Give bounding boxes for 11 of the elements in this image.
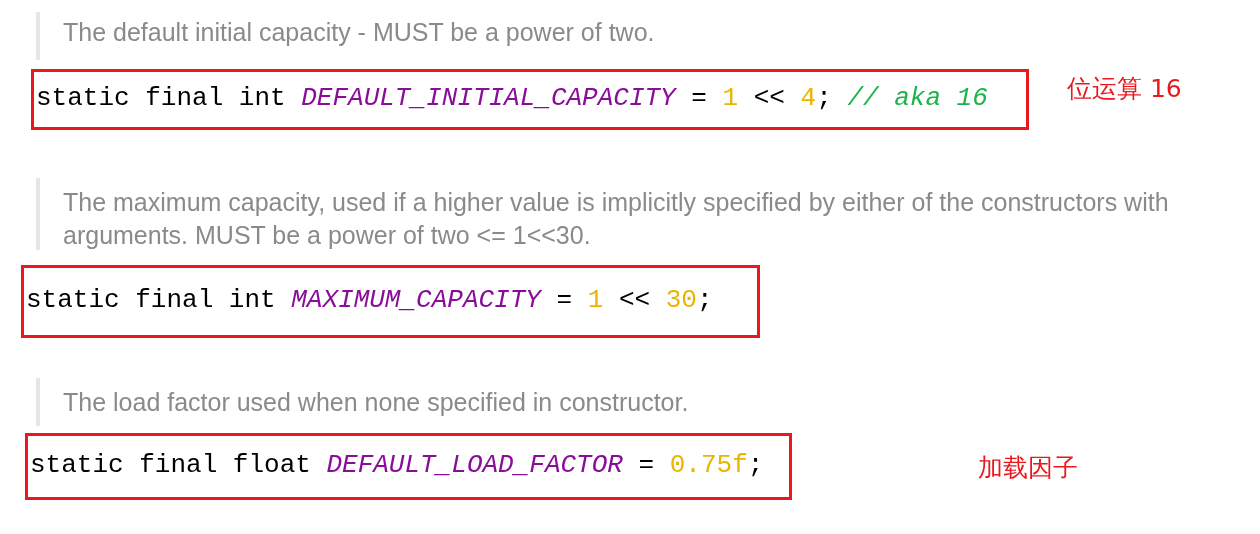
doc-comment: The default initial capacity - MUST be a power of two. bbox=[63, 17, 656, 48]
highlight-box bbox=[31, 69, 1029, 130]
code-line: static final int DEFAULT_INITIAL_CAPACITY = 1 << 4; // aka 16 bbox=[36, 82, 988, 113]
highlight-box bbox=[21, 265, 760, 338]
annotation: 位运算 16 bbox=[1067, 73, 1182, 105]
code-line: static final int MAXIMUM_CAPACITY = 1 << 30; bbox=[26, 284, 713, 315]
code-line: static final float DEFAULT_LOAD_FACTOR = 0.75f; bbox=[30, 449, 764, 480]
annotation: 加载因子 bbox=[978, 452, 1078, 484]
doc-comment: The maximum capacity, used if a higher value is implicitly specified by either of the constructors with arguments. MUST be a power of two <= 1<<30. bbox=[63, 187, 1170, 251]
doc-comment: The load factor used when none specified in constructor. bbox=[63, 387, 690, 418]
highlight-box bbox=[25, 433, 792, 500]
